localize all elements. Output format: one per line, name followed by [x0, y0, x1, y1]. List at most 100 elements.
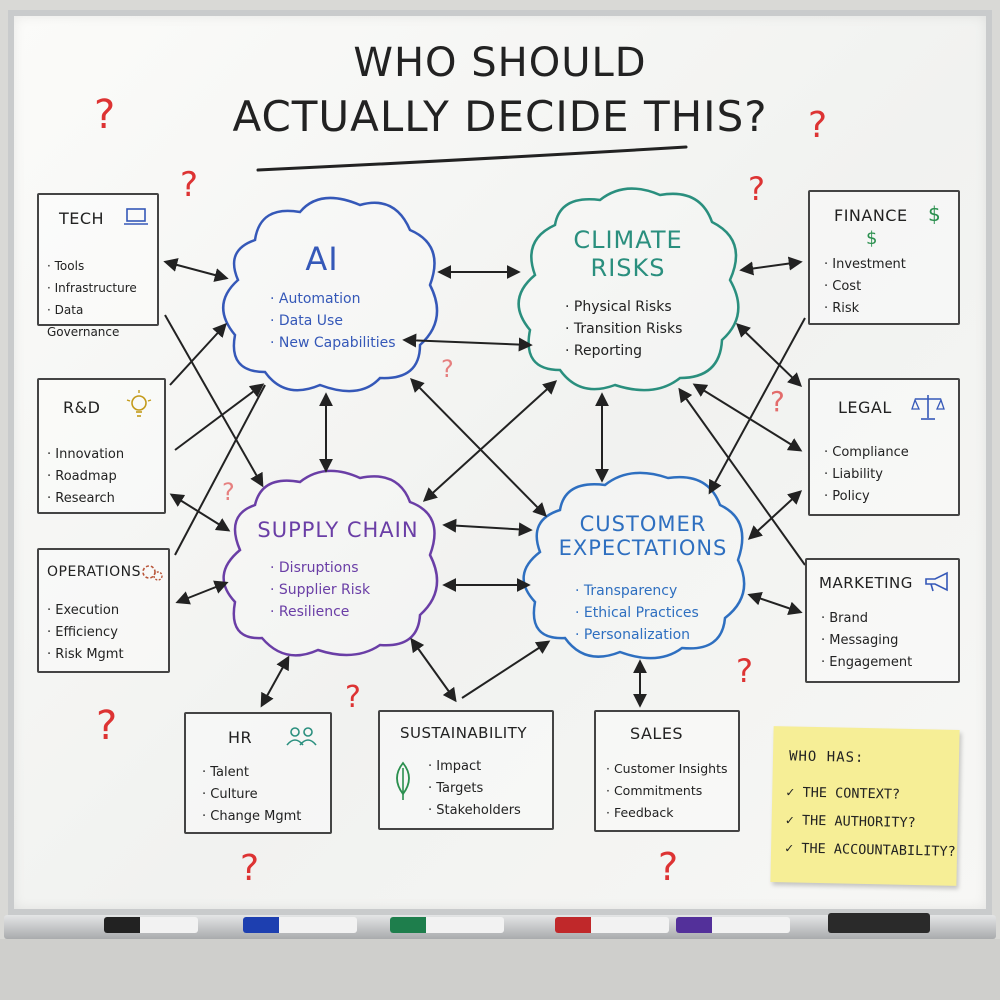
question-mark: ?: [94, 92, 116, 138]
sticky-note: WHO HAS: THE CONTEXT? THE AUTHORITY? THE…: [770, 726, 960, 886]
ai-title: AI: [305, 240, 339, 278]
question-mark: ?: [736, 652, 753, 690]
tech-title: TECH: [59, 209, 105, 228]
question-mark: ?: [180, 165, 199, 205]
question-mark: ?: [658, 845, 679, 889]
list-item: Tools: [47, 255, 157, 277]
supply-list: Disruptions Supplier Risk Resilience: [270, 557, 370, 623]
list-item: Transparency: [575, 580, 699, 602]
arrow-supply-hr: [260, 655, 290, 708]
hr-title: HR: [228, 728, 253, 747]
box-operations: OPERATIONS Execution Efficiency Risk Mgm…: [37, 548, 170, 673]
sticky-list: THE CONTEXT? THE AUTHORITY? THE ACCOUNTA…: [785, 778, 957, 866]
blue-marker: [243, 917, 357, 933]
scales-icon: [911, 395, 945, 420]
list-item: New Capabilities: [270, 332, 396, 354]
list-item: Data Use: [270, 310, 396, 332]
cloud-supply-title: SUPPLY CHAIN: [248, 518, 428, 542]
arrow-ops-supply: [175, 580, 229, 605]
list-item: Culture: [202, 784, 301, 806]
list-item: Customer Insights: [606, 758, 728, 780]
list-item: Change Mgmt: [202, 806, 301, 828]
list-item: Policy: [824, 486, 909, 508]
arrow-tech-ai: [163, 258, 229, 282]
list-item: Disruptions: [270, 557, 370, 579]
laptop-icon: [124, 208, 148, 225]
purple-marker: [676, 917, 790, 933]
box-finance: FINANCE $ $ Investment Cost Risk: [808, 190, 960, 325]
question-mark: ?: [748, 170, 765, 208]
arrow-rnd-supply: [169, 493, 231, 532]
climate-title-line2: RISKS: [590, 254, 666, 282]
title-line-1: WHO SHOULD: [353, 40, 647, 86]
list-item: Commitments: [606, 780, 728, 802]
climate-title-line1: CLIMATE: [573, 226, 683, 254]
eraser: [828, 913, 930, 933]
list-item: Targets: [428, 778, 521, 800]
question-mark: ?: [222, 478, 235, 506]
box-hr: HR Talent Culture Change Mgmt: [184, 712, 332, 834]
arrow-rnd-ai: [169, 322, 227, 386]
list-item: Brand: [821, 608, 912, 630]
leaf-icon: [396, 761, 410, 800]
list-item: Infrastructure: [47, 277, 157, 299]
list-item: Liability: [824, 464, 909, 486]
supply-title: SUPPLY CHAIN: [257, 518, 419, 542]
question-mark: ?: [345, 680, 361, 715]
list-item: Physical Risks: [565, 296, 682, 318]
list-item: Automation: [270, 288, 396, 310]
arrow-supply-customer: [442, 518, 533, 537]
list-item: Data Governance: [47, 299, 157, 343]
operations-list: Execution Efficiency Risk Mgmt: [47, 600, 124, 666]
sales-title: SALES: [630, 724, 684, 743]
wall-background: [0, 939, 1000, 1000]
box-rnd: R&D Innovation Roadmap Research: [37, 378, 166, 514]
list-item: Supplier Risk: [270, 579, 370, 601]
box-marketing: MARKETING Brand Messaging Engagement: [805, 558, 960, 683]
red-marker: [555, 917, 669, 933]
arrow-legal-customer: [747, 490, 803, 540]
gears-icon: [142, 565, 163, 581]
list-item: Ethical Practices: [575, 602, 699, 624]
rnd-list: Innovation Roadmap Research: [47, 444, 124, 510]
arrow-ops-ai: [174, 384, 266, 556]
list-item: Resilience: [270, 601, 370, 623]
list-item: Risk Mgmt: [47, 644, 123, 666]
arrow-marketing-climate: [678, 387, 806, 566]
question-mark: ?: [808, 105, 828, 146]
arrow-finance-legal: [735, 323, 803, 387]
list-item: THE CONTEXT?: [786, 778, 957, 810]
list-item: Reporting: [565, 340, 682, 362]
list-item: Research: [47, 488, 124, 510]
sustainability-list: Impact Targets Stakeholders: [428, 756, 521, 822]
list-item: THE ACCOUNTABILITY?: [785, 834, 956, 866]
finance-title: FINANCE: [834, 206, 908, 225]
marketing-title: MARKETING: [819, 574, 913, 592]
arrow-climate-finance: [739, 256, 803, 276]
green-marker: [390, 917, 504, 933]
climate-list: Physical Risks Transition Risks Reportin…: [565, 296, 682, 362]
arrow-rnd-ai-2: [174, 383, 265, 451]
arrow-tech-supply: [164, 314, 264, 488]
black-marker: [104, 917, 198, 933]
sales-list: Customer Insights Commitments Feedback: [606, 758, 728, 824]
list-item: Efficiency: [47, 622, 124, 644]
list-item: Talent: [202, 762, 301, 784]
dollar-icon: $: [866, 228, 878, 249]
legal-list: Compliance Liability Policy: [824, 442, 909, 508]
hr-list: Talent Culture Change Mgmt: [202, 762, 301, 828]
arrow-ai-climate-2: [402, 333, 533, 352]
question-mark: ?: [770, 385, 785, 418]
list-item: Personalization: [575, 624, 699, 646]
dollar-icon: $: [928, 202, 941, 226]
marketing-list: Brand Messaging Engagement: [821, 608, 912, 674]
rnd-title: R&D: [63, 398, 101, 417]
list-item: Stakeholders: [428, 800, 521, 822]
tech-list: Tools Infrastructure Data Governance: [47, 255, 157, 343]
arrow-legal-climate: [692, 383, 803, 452]
operations-title: OPERATIONS: [47, 564, 142, 580]
list-item: Messaging: [821, 630, 912, 652]
list-item: Engagement: [821, 652, 912, 674]
finance-list: Investment Cost Risk: [824, 254, 906, 320]
